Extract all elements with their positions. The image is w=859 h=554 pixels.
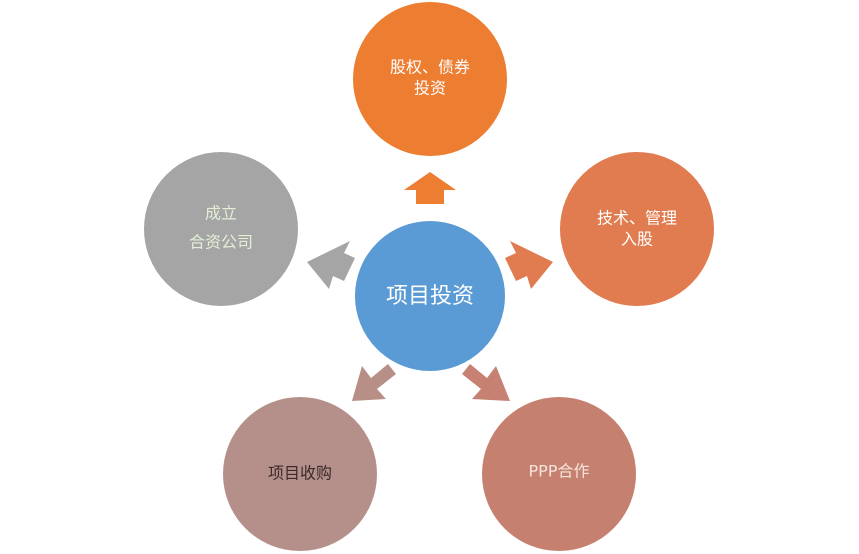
tech-mgmt-label-line2: 入股: [621, 230, 653, 249]
joint-venture-label-line1: 成立: [205, 204, 237, 223]
joint-venture-label-line2: 合资公司: [189, 233, 253, 252]
acquisition-circle: [221, 395, 379, 553]
tech-mgmt-circle: [558, 150, 716, 308]
arrow-to-acquisition: [352, 364, 396, 401]
ppp-label: PPP合作: [529, 462, 590, 481]
arrow-to-equity-bond: [404, 172, 456, 204]
tech-mgmt-label-line1: 技术、管理: [597, 209, 677, 228]
arrow-left-shape: [307, 241, 355, 289]
center-circle: [353, 219, 507, 373]
arrow-to-ppp: [462, 364, 510, 401]
node-joint-venture: 成立 合资公司: [142, 150, 300, 308]
arrow-right-shape: [505, 241, 553, 289]
center-label: 项目投资: [386, 284, 474, 309]
arrow-down-right-shape: [462, 364, 510, 401]
arrow-to-joint-venture: [307, 241, 355, 289]
joint-venture-circle: [142, 150, 300, 308]
node-tech-mgmt: 技术、管理 入股: [558, 150, 716, 308]
center-node: 项目投资: [353, 219, 507, 373]
ppp-circle: [480, 395, 638, 553]
acquisition-label: 项目收购: [268, 464, 332, 483]
arrow-down-left-shape: [352, 364, 396, 401]
node-equity-bond: 股权、债券 投资: [351, 0, 509, 158]
arrow-to-tech-mgmt: [505, 241, 553, 289]
equity-bond-label-line2: 投资: [414, 79, 446, 98]
arrow-up-shape: [404, 172, 456, 204]
equity-bond-label-line1: 股权、债券: [390, 58, 470, 77]
node-ppp: PPP合作: [480, 395, 638, 553]
equity-bond-circle: [351, 0, 509, 158]
node-acquisition: 项目收购: [221, 395, 379, 553]
